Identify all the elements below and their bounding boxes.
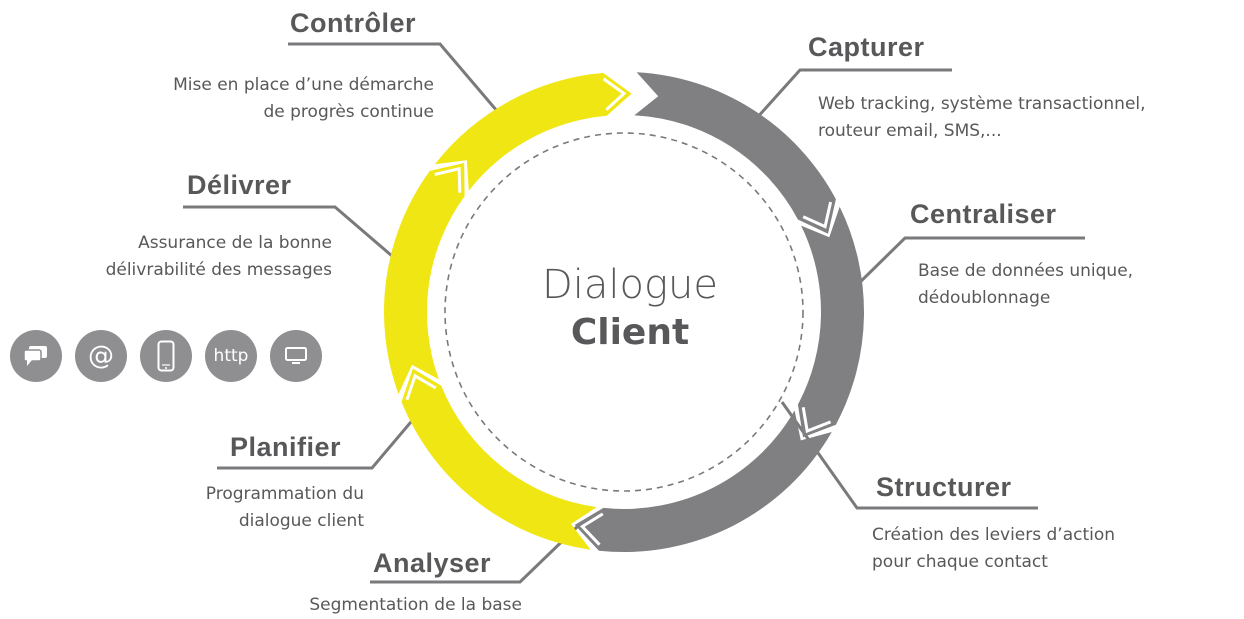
leader-controler (288, 42, 505, 119)
email-at-icon: @ (75, 330, 127, 382)
step-desc-analyser: Segmentation de la base (309, 592, 522, 619)
desktop-monitor-icon (270, 330, 322, 382)
arc-joint-chevron (434, 166, 462, 193)
arc-joint-chevron (405, 373, 437, 401)
step-title-controler: Contrôler (290, 8, 416, 38)
arc-segment-delivrer (383, 163, 465, 395)
step-desc-line: Base de données unique, (918, 261, 1134, 281)
step-title-centraliser: Centraliser (910, 199, 1057, 229)
step-desc-line: Assurance de la bonne (138, 233, 332, 253)
step-desc-line: de progrès continue (263, 102, 434, 122)
step-title-structurer: Structurer (876, 472, 1012, 502)
arc-joint-chevron (801, 407, 832, 434)
step-title-analyser: Analyser (373, 548, 492, 578)
step-desc-controler: Mise en place d’une démarche de progrès … (173, 72, 434, 126)
mobile-phone-icon (140, 330, 192, 382)
leader-structurer (780, 401, 1038, 510)
step-desc-line: délivrabilité des messages (105, 260, 332, 280)
step-title-capturer: Capturer (808, 32, 925, 62)
step-desc-line: Web tracking, système transactionnel, (818, 94, 1146, 114)
step-desc-centraliser: Base de données unique, dédoublonnage (918, 258, 1133, 312)
leader-analyser (370, 524, 580, 584)
step-desc-delivrer: Assurance de la bonne délivrabilité des … (106, 230, 332, 284)
step-title-delivrer: Délivrer (187, 170, 292, 200)
center-title-dialogue: Dialogue (542, 262, 718, 308)
arc-joint-chevron (602, 77, 627, 111)
step-title-planifier: Planifier (230, 432, 342, 462)
leader-centraliser (850, 236, 1085, 292)
center-title-client: Client (570, 312, 690, 353)
arc-joint-chevron (579, 512, 604, 546)
http-icon: http (205, 330, 257, 382)
step-desc-planifier: Programmation du dialogue client (206, 481, 364, 535)
step-desc-line: pour chaque contact (872, 552, 1048, 572)
step-desc-line: routeur email, SMS,... (818, 121, 1002, 141)
arc-segment-structurer (574, 410, 832, 553)
step-desc-line: Création des leviers d’action (872, 525, 1116, 545)
step-desc-line: dialogue client (238, 511, 364, 531)
chat-icon (10, 330, 62, 382)
arc-segment-controler (434, 72, 632, 191)
step-desc-line: Programmation du (205, 484, 364, 504)
arc-segment-planifier (401, 368, 597, 550)
leader-capturer (753, 68, 952, 122)
step-desc-structurer: Création des leviers d’action pour chaqu… (872, 522, 1115, 576)
leader-delivrer (183, 205, 407, 270)
arc-segment-capturer (634, 72, 836, 234)
leader-lines (183, 42, 1085, 584)
step-desc-line: dédoublonnage (918, 288, 1051, 308)
cycle-arcs (383, 72, 864, 553)
step-desc-line: Segmentation de la base (309, 595, 522, 615)
arc-segment-centraliser (797, 206, 864, 438)
inner-dashed-circle (444, 132, 804, 492)
arc-joint-chevron (802, 201, 833, 229)
step-desc-capturer: Web tracking, système transactionnel, ro… (818, 91, 1146, 145)
step-desc-line: Mise en place d’une démarche (173, 75, 434, 95)
